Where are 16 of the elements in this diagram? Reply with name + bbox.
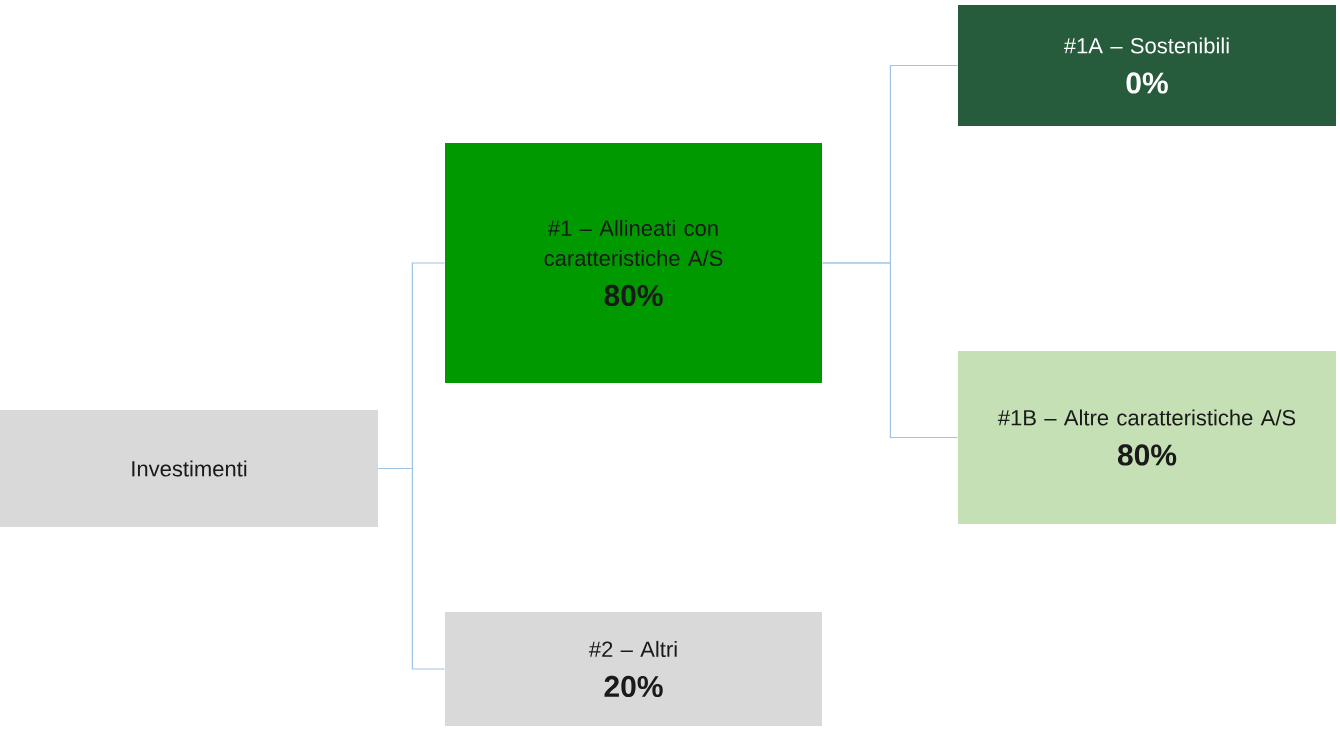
category-label: #1B – Altre caratteristiche A/S	[997, 409, 1296, 426]
category-label: #1 – Allineati con caratteristiche A/S	[544, 219, 723, 267]
percentage-value: 0%	[1126, 72, 1168, 94]
category-label: Investimenti	[132, 460, 247, 477]
category-box	[445, 612, 822, 726]
connector-line	[821, 262, 959, 439]
category-box	[0, 410, 378, 527]
category-label: #2 – Altri	[588, 640, 677, 657]
category-box	[445, 143, 822, 383]
category-label: #1A – Sostenibili	[1063, 37, 1229, 54]
category-box	[958, 5, 1336, 126]
connector-line	[377, 467, 446, 670]
percentage-value: 80%	[604, 284, 663, 307]
percentage-value: 20%	[604, 675, 663, 698]
percentage-value: 80%	[1117, 444, 1177, 466]
category-box	[958, 351, 1336, 524]
